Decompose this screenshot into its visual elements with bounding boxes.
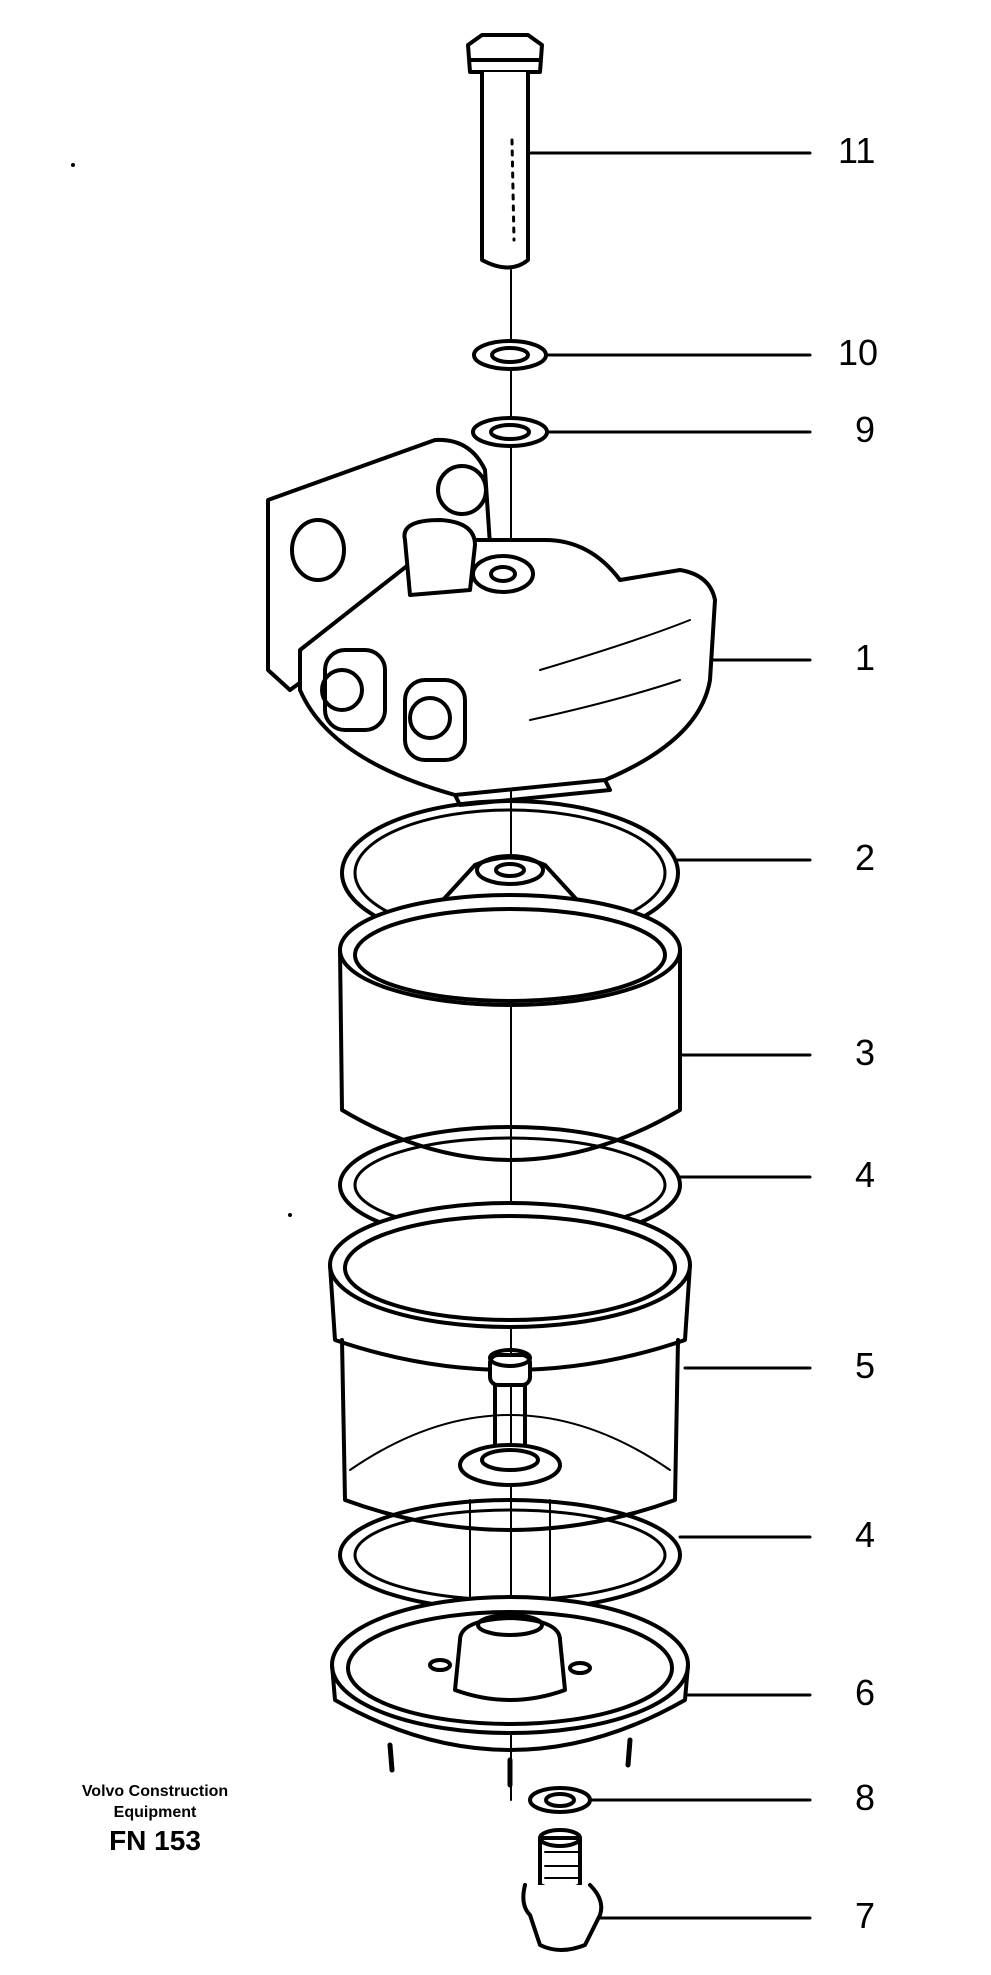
callout-5: 5 [855, 1345, 876, 1386]
filter-head-part-1 [266, 437, 717, 807]
callout-4-upper: 4 [855, 1154, 876, 1195]
callout-11: 11 [838, 130, 876, 171]
callout-9: 9 [855, 409, 876, 450]
washer-part-10 [472, 339, 548, 371]
drain-plug-part-7 [521, 1828, 604, 1952]
figure-code: FN 153 [109, 1825, 201, 1856]
base-part-6 [330, 1595, 690, 1788]
washer-part-9 [471, 416, 549, 448]
filter-element-part-3 [338, 893, 682, 1162]
callout-6: 6 [855, 1672, 876, 1713]
publisher-name-line2: Equipment [113, 1804, 197, 1821]
callout-10: 10 [838, 332, 879, 373]
callout-7: 7 [855, 1895, 876, 1936]
bolt-part-11 [466, 33, 544, 270]
callout-4-lower: 4 [855, 1514, 876, 1555]
callout-3: 3 [855, 1032, 876, 1073]
callout-8: 8 [855, 1777, 876, 1818]
washer-part-8 [528, 1786, 592, 1814]
leader-lines [526, 151, 812, 1920]
callout-1: 1 [855, 637, 876, 678]
callout-2: 2 [855, 837, 876, 878]
publisher-name-line1: Volvo Construction [81, 1783, 229, 1800]
bowl-part-5 [328, 1201, 692, 1641]
